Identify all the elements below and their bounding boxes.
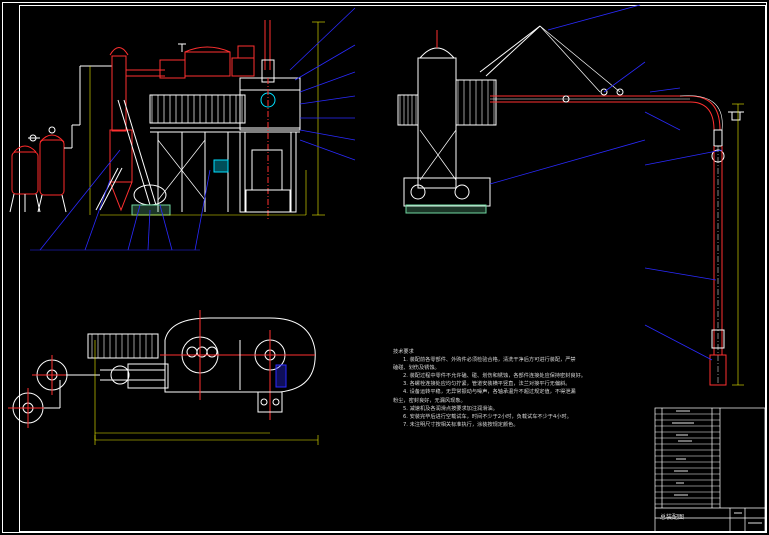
plan-railing [87, 333, 159, 359]
title-block [654, 407, 766, 533]
front-leaders [30, 7, 356, 251]
notes-line-7: 5. 减速机及各润滑点按要求加注润滑油。 [403, 405, 498, 412]
crane-jib [479, 25, 723, 131]
technical-notes: 技术要求 1. 装配前各零部件、外购件必须检验合格，清洗干净后方可进行装配，严禁… [393, 348, 628, 429]
notes-line-6: 粉尘，密封良好，无漏风现象。 [393, 397, 466, 404]
side-dimensions [732, 103, 744, 386]
pressure-tank [9, 124, 80, 213]
notes-line-9: 7. 未注明尺寸按相关标准执行，涂装按规定颜色。 [403, 421, 519, 428]
notes-line-1: 1. 装配前各零部件、外购件必须检验合格，清洗干净后方可进行装配，严禁 [403, 357, 576, 364]
side-leaders [489, 4, 723, 361]
plan-inlet [100, 363, 283, 413]
plan-housing [160, 310, 316, 420]
discharge-pipe [709, 111, 744, 386]
front-view [9, 7, 356, 251]
plan-fans [8, 355, 100, 428]
notes-line-3: 2. 装配过程中零件不允许磕、碰、划伤和锈蚀，各部件连接处应保持密封良好。 [403, 373, 586, 380]
notes-line-4: 3. 各螺栓连接处应均匀拧紧，管道安装横平竖直，法兰对接平行无偏斜。 [403, 381, 571, 388]
notes-line-8: 6. 安装完毕后进行空载试车，时间不少于2小时，负载试车不少于4小时。 [403, 413, 572, 420]
notes-line-2: 磕碰、划伤及锈蚀。 [393, 365, 440, 372]
tower [397, 30, 497, 214]
title-block-label: 总装配图 [660, 514, 685, 521]
top-ducting [159, 20, 275, 83]
plan-view [8, 310, 319, 445]
side-view [397, 4, 744, 386]
notes-line-5: 4. 设备运转平稳，无异常振动与噪声，各轴承温升不超过规定值，不得泄漏 [403, 389, 576, 396]
front-dimensions [89, 21, 325, 216]
plan-dimensions [94, 340, 319, 445]
inner-border [19, 5, 766, 532]
notes-title: 技术要求 [393, 349, 414, 355]
